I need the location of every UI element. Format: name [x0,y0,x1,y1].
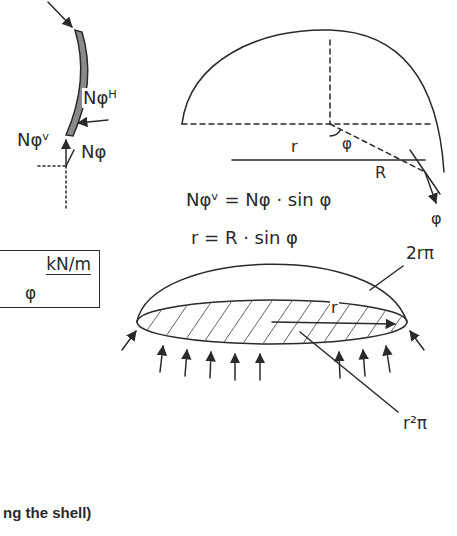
angle-label: φ [430,210,443,228]
force-label: Nφᵛ [16,130,51,150]
dome-outline [137,264,407,322]
unit-text: kN/m [46,255,91,275]
radius-arrow [272,322,395,324]
force-label: Nφ [80,142,107,162]
symbol-text: φ [25,284,36,303]
radius-line [232,159,425,161]
dimension-label: r [330,299,339,317]
text-fragment: ng the shell) [2,505,92,522]
vertical-force-arrow [65,140,67,166]
leader-line [370,266,403,290]
perimeter-label: 2rπ [405,244,435,263]
shell-strip [66,30,88,136]
hatching [140,298,414,348]
unit-box: kN/m φ [0,250,100,308]
horizontal-force-arrow [78,120,108,123]
support-arrows [122,331,424,380]
dome-outline [182,30,444,172]
angle-arc [330,129,341,136]
dimension-label: R [374,164,387,182]
axis-line [329,40,331,124]
base-disk [137,300,407,344]
dimension-label: r [290,138,299,156]
dotted-line [65,166,67,210]
force-label: Nφᴴ [82,88,118,108]
angle-label: φ [341,136,353,153]
force-arrow [425,172,436,203]
dotted-line [38,165,66,167]
area-label: r²π [402,414,428,433]
base-line [182,123,430,125]
load-arrow [48,2,72,27]
meridional-force-arrow [66,150,74,166]
equation: Nφᵛ = Nφ · sin φ [185,190,332,210]
equation: r = R · sin φ [190,228,299,248]
leader-line [300,332,398,412]
